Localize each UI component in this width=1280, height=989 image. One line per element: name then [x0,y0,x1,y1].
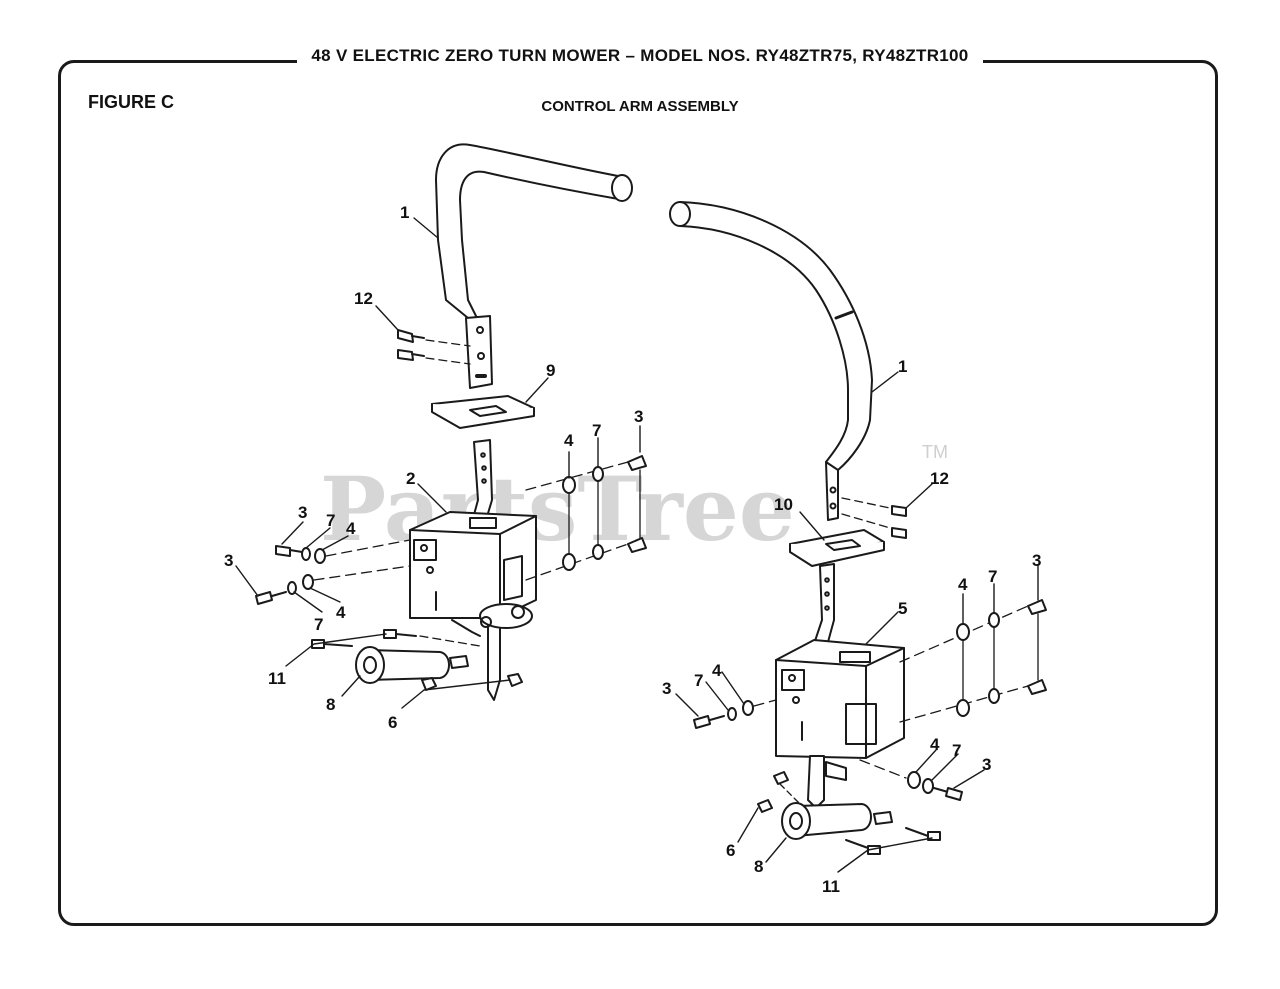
figure-label: FIGURE C [88,92,175,112]
right-housing-5 [775,639,905,759]
callout-12-left: 12 [354,289,373,308]
callout-5-right: 5 [898,599,907,618]
callout-4-right-a: 4 [958,575,968,594]
right-damper-8 [781,802,893,840]
callout-10-right: 10 [774,495,793,514]
left-damper-8 [355,646,469,684]
right-bracket-10 [789,529,885,567]
callout-4-left-c: 4 [336,603,346,622]
callout-7-left-b: 7 [326,511,335,530]
left-hardware-left [255,539,411,605]
callout-4-left-a: 4 [564,431,574,450]
left-housing-2 [409,511,537,619]
callout-6-right: 6 [726,841,735,860]
callout-3-left-a: 3 [634,407,643,426]
callout-3-left-c: 3 [224,551,233,570]
left-control-handle [435,143,633,389]
callout-1-left: 1 [400,203,409,222]
watermark-tm: TM [922,442,948,462]
title-bar: 48 V ELECTRIC ZERO TURN MOWER – MODEL NO… [0,46,1280,66]
callout-4-left-b: 4 [346,519,356,538]
page-title: 48 V ELECTRIC ZERO TURN MOWER – MODEL NO… [297,46,983,66]
callout-6-left: 6 [388,713,397,732]
callout-11-right: 11 [822,877,840,896]
right-hardware-left [693,699,777,729]
callout-7-right-a: 7 [988,567,997,586]
callout-3-right-a: 3 [1032,551,1041,570]
assembly-title: CONTROL ARM ASSEMBLY [541,98,739,115]
callout-7-right-c: 7 [952,741,961,760]
callout-9-left: 9 [546,361,555,380]
right-bolts-11 [845,827,941,855]
left-lower-arm [451,603,533,701]
left-bracket-9 [431,395,535,429]
right-bolts-12 [841,497,907,539]
callout-3-right-c: 3 [982,755,991,774]
callout-3-right-b: 3 [662,679,671,698]
right-lower-arm [807,755,847,809]
left-bolts-11 [311,629,481,649]
callout-4-right-c: 4 [930,735,940,754]
leader-lines [235,217,1039,873]
left-bolts-12 [397,329,471,365]
watermark: PartsTree [320,457,795,561]
right-control-handle [669,201,873,521]
callout-7-right-b: 7 [694,671,703,690]
right-hardware-lower [859,759,963,801]
left-nuts-6 [421,673,523,691]
callout-7-left-c: 7 [314,615,323,634]
callout-7-left-a: 7 [592,421,601,440]
callout-11-left: 11 [268,669,286,688]
right-hardware-right [899,599,1047,723]
right-lever [813,563,835,653]
callout-2-left: 2 [406,469,415,488]
left-hardware-right [525,455,647,581]
callout-8-left: 8 [326,695,335,714]
callout-1-right: 1 [898,357,907,376]
callout-4-right-b: 4 [712,661,722,680]
callout-8-right: 8 [754,857,763,876]
callout-3-left-b: 3 [298,503,307,522]
callout-12-right: 12 [930,469,949,488]
right-nuts-6 [757,771,801,813]
